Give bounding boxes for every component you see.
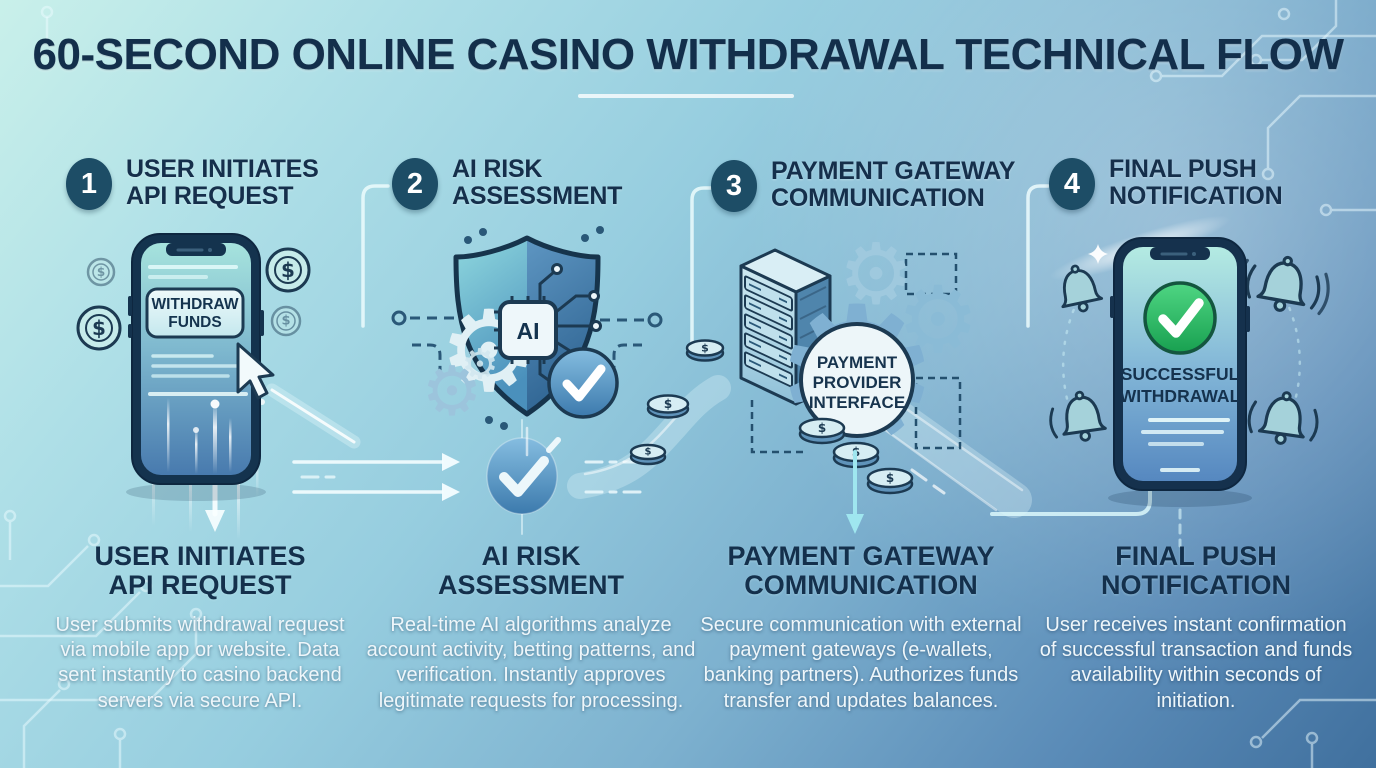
step2-heading: AI RISK ASSESSMENT xyxy=(452,155,623,210)
step2-description: Real-time AI algorithms analyze account … xyxy=(366,614,696,712)
svg-text:FUNDS: FUNDS xyxy=(168,314,221,331)
step3-heading: PAYMENT GATEWAY COMMUNICATION xyxy=(771,157,1016,212)
elbow-connector xyxy=(361,184,390,328)
checkmark-badge-icon xyxy=(547,347,619,419)
svg-text:$: $ xyxy=(97,265,105,279)
checkmark-badge-icon xyxy=(486,437,561,515)
server-icon xyxy=(739,248,832,406)
gear-icon: ⚙ xyxy=(422,353,483,432)
step3-info: PAYMENT GATEWAY COMMUNICATION Secure com… xyxy=(700,542,1022,714)
svg-text:$: $ xyxy=(886,471,894,485)
bell-icon xyxy=(1049,390,1107,442)
step2-illustration: ⚙ AI ⚙ ⚙ xyxy=(391,226,663,457)
step4-heading: FINAL PUSH NOTIFICATION xyxy=(1109,155,1283,210)
elbow-connector xyxy=(990,486,1152,516)
svg-text:WITHDRAW: WITHDRAW xyxy=(152,296,239,313)
dollar-coin-icon: $ xyxy=(646,394,690,419)
svg-text:INTERFACE: INTERFACE xyxy=(809,393,905,412)
gear-icon: ⚙ xyxy=(838,225,913,323)
svg-text:WITHDRAWAL: WITHDRAWAL xyxy=(1120,386,1241,406)
elbow-connector xyxy=(1026,184,1050,328)
step4-info-heading: FINAL PUSH NOTIFICATION xyxy=(1101,541,1291,600)
dollar-coin-icon: $ xyxy=(265,247,311,293)
phone-icon: WITHDRAW FUNDS xyxy=(126,233,266,501)
gear-icon: ⚙ xyxy=(461,340,499,389)
svg-text:$: $ xyxy=(645,447,652,458)
step4-illustration: SUCCESSFUL WITHDRAWAL xyxy=(1049,237,1330,548)
step2-info: AI RISK ASSESSMENT Real-time AI algorith… xyxy=(366,542,696,714)
svg-text:$: $ xyxy=(281,314,290,329)
svg-text:$: $ xyxy=(92,316,106,340)
dollar-coin-icon: $ xyxy=(866,467,914,495)
svg-text:$: $ xyxy=(818,421,826,435)
dollar-coin-icon: $ xyxy=(270,305,302,337)
step1-number-badge: 1 xyxy=(66,158,112,210)
svg-text:$: $ xyxy=(664,397,672,411)
svg-text:AI: AI xyxy=(517,318,540,344)
svg-text:$: $ xyxy=(701,342,709,355)
withdraw-funds-button: WITHDRAW FUNDS xyxy=(145,287,245,339)
step3-illustration: ⚙ ⚙ $ ⚙ PAYMENT PROVIDER INTERFACE $ $ xyxy=(685,225,979,534)
bell-icon xyxy=(1061,264,1104,313)
dollar-coin-icon: $ xyxy=(685,339,725,362)
step4-info: FINAL PUSH NOTIFICATION User receives in… xyxy=(1036,542,1356,714)
step3-info-heading: PAYMENT GATEWAY COMMUNICATION xyxy=(727,541,995,600)
step1-header: 1 USER INITIATES API REQUEST xyxy=(66,154,319,210)
step3-number-badge: 3 xyxy=(711,160,757,212)
elbow-connector xyxy=(690,186,714,354)
bell-icon xyxy=(1247,391,1319,445)
step3-description: Secure communication with external payme… xyxy=(700,614,1022,712)
success-check-icon xyxy=(1143,281,1217,355)
dollar-coin-icon: $ xyxy=(629,443,667,466)
step4-number-badge: 4 xyxy=(1049,158,1095,210)
flow-arrowhead xyxy=(442,483,460,501)
step3-header: 3 PAYMENT GATEWAY COMMUNICATION xyxy=(711,156,1015,212)
svg-text:$: $ xyxy=(281,258,295,282)
step1-heading: USER INITIATES API REQUEST xyxy=(126,155,319,210)
road-band xyxy=(567,375,731,499)
step4-header: 4 FINAL PUSH NOTIFICATION xyxy=(1049,154,1283,210)
flow-arrowhead xyxy=(442,453,460,471)
step2-info-heading: AI RISK ASSESSMENT xyxy=(437,541,625,600)
step4-description: User receives instant confirmation of su… xyxy=(1039,614,1353,712)
phone-icon: SUCCESSFUL WITHDRAWAL xyxy=(1108,237,1252,507)
step1-illustration: $ $ $ $ xyxy=(76,233,311,540)
step2-header: 2 AI RISK ASSESSMENT xyxy=(392,154,622,210)
dollar-coin-icon: $ xyxy=(86,257,116,287)
svg-text:PROVIDER: PROVIDER xyxy=(813,373,902,392)
cursor-icon xyxy=(236,342,275,400)
page-title: 60-SECOND ONLINE CASINO WITHDRAWAL TECHN… xyxy=(32,30,1345,79)
dollar-coin-icon: $ xyxy=(798,417,846,445)
step2-number-badge: 2 xyxy=(392,158,438,210)
svg-text:SUCCESSFUL: SUCCESSFUL xyxy=(1121,364,1240,384)
arrow-down-icon xyxy=(846,450,864,534)
title-underline xyxy=(578,94,794,98)
step1-info: USER INITIATES API REQUEST User submits … xyxy=(40,542,360,714)
gear-icon: ⚙ xyxy=(897,267,979,374)
svg-text:PAYMENT: PAYMENT xyxy=(817,353,898,372)
step1-info-heading: USER INITIATES API REQUEST xyxy=(94,541,306,600)
dollar-coin-icon: $ xyxy=(76,305,122,351)
sparkle-icon xyxy=(1088,244,1108,264)
step1-description: User submits withdrawal request via mobi… xyxy=(55,614,345,712)
